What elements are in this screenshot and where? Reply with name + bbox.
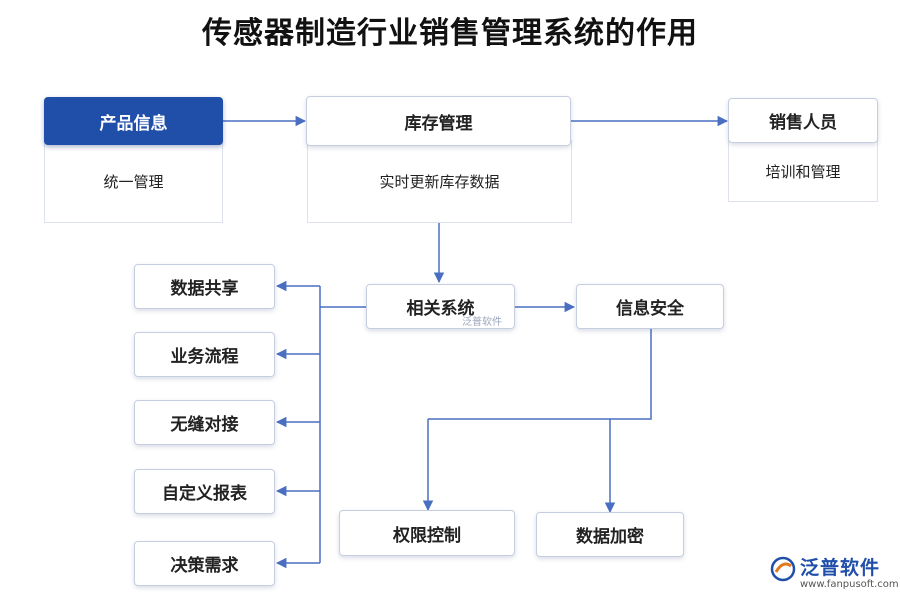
page-title: 传感器制造行业销售管理系统的作用 [202, 16, 698, 51]
product-detail-text: 统一管理 [103, 173, 164, 191]
data-sharing-label: 数据共享 [170, 279, 239, 299]
brand-mark-icon [770, 556, 796, 582]
inventory-detail-text: 实时更新库存数据 [379, 173, 500, 191]
line-security-down [428, 329, 652, 420]
product-info-node[interactable]: 产品信息 [44, 97, 223, 145]
seamless-integration-label: 无缝对接 [170, 415, 239, 435]
data-encryption-node[interactable]: 数据加密 [536, 512, 684, 557]
business-process-label: 业务流程 [170, 347, 239, 367]
product-info-label: 产品信息 [99, 113, 168, 134]
brand-logo: 泛普软件 www.fanpusoft.com [770, 553, 899, 595]
permission-control-node[interactable]: 权限控制 [339, 510, 515, 556]
info-security-label: 信息安全 [616, 299, 684, 319]
inventory-node[interactable]: 库存管理 [306, 96, 571, 146]
permission-control-label: 权限控制 [393, 525, 461, 546]
custom-report-label: 自定义报表 [162, 484, 247, 504]
sales-staff-label: 销售人员 [769, 113, 837, 133]
inventory-detail-panel: 实时更新库存数据 [307, 140, 572, 223]
sales-staff-node[interactable]: 销售人员 [728, 98, 878, 143]
brand-url: www.fanpusoft.com [800, 579, 899, 590]
decision-needs-label: 决策需求 [170, 556, 239, 576]
sales-detail-panel: 培训和管理 [728, 140, 878, 202]
related-systems-label: 相关系统 [406, 299, 475, 319]
watermark-text: 泛普软件 [462, 317, 502, 328]
sales-detail-text: 培训和管理 [765, 162, 841, 181]
info-security-node[interactable]: 信息安全 [576, 284, 724, 329]
related-systems-node[interactable]: 相关系统 [366, 284, 515, 329]
inventory-label: 库存管理 [404, 113, 473, 134]
data-encryption-label: 数据加密 [576, 527, 644, 547]
business-process-node[interactable]: 业务流程 [134, 332, 275, 377]
brand-name: 泛普软件 [800, 557, 881, 579]
custom-report-node[interactable]: 自定义报表 [134, 469, 275, 514]
data-sharing-node[interactable]: 数据共享 [134, 264, 275, 309]
decision-needs-node[interactable]: 决策需求 [134, 541, 275, 586]
seamless-integration-node[interactable]: 无缝对接 [134, 400, 275, 445]
product-detail-panel: 统一管理 [44, 140, 223, 223]
